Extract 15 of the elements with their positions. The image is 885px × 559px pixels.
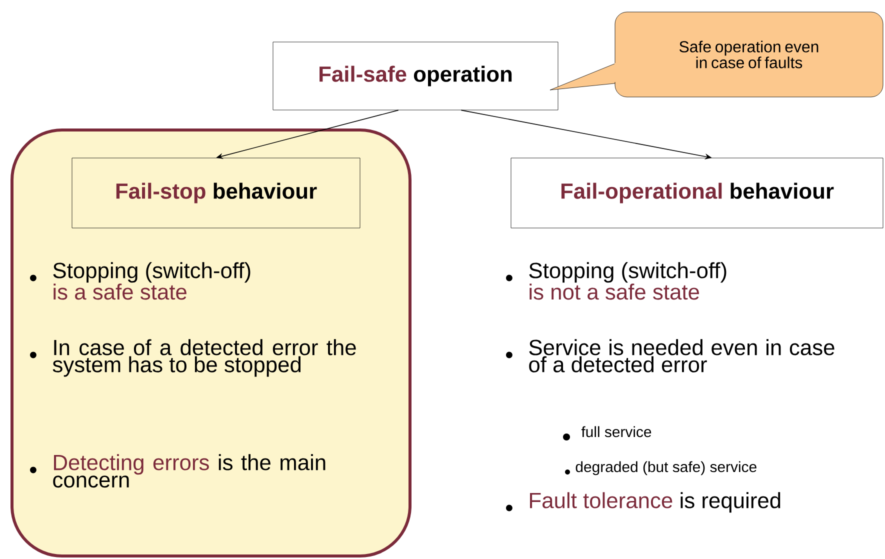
bullet-item: degraded (but safe) service	[576, 461, 756, 476]
bullet-item: Stopping (switch-off) is a safe state	[53, 262, 250, 300]
heading-box: Fail-safe operation	[272, 42, 558, 110]
callout-bubble: Safe operation even in case of faults	[550, 12, 884, 98]
bullet-item: Service is needed even in case of a detected error	[529, 339, 834, 372]
node-label: is the main	[218, 454, 326, 470]
node-label: Detecting errors	[54, 454, 209, 475]
bullet-item: In case of a detected error the system has to be stopped	[52, 339, 356, 377]
bullet-item: full service	[581, 426, 652, 438]
bullet-item: Fault tolerance is required	[530, 492, 780, 513]
heading-box: Fail-operational behaviour	[510, 158, 884, 228]
bullet-item: Stopping (switch-off) is not a safe state	[529, 262, 726, 300]
node-label: concern	[53, 476, 129, 488]
heading-box: Fail-stop behaviour	[72, 158, 360, 228]
bullet-item: Detecting errors is the main concern	[53, 454, 326, 488]
